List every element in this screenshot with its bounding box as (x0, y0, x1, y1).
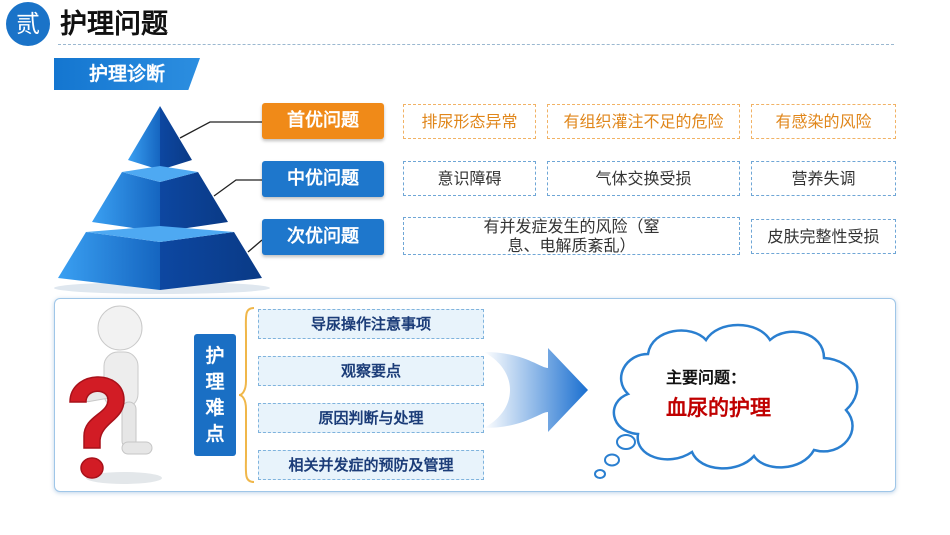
section-number-badge: 贰 (6, 2, 50, 46)
pyramid-tier-middle (92, 172, 160, 232)
difficulties-tag-char: 难 (205, 397, 225, 419)
arrow-right-icon (484, 348, 588, 432)
problem-box: 有感染的风险 (751, 104, 896, 139)
problem-box: 有并发症发生的风险（窒息、电解质紊乱） (403, 217, 740, 255)
difficulty-item: 观察要点 (258, 356, 484, 386)
main-problem-value: 血尿的护理 (666, 396, 771, 420)
priority-label-first: 首优问题 (262, 103, 384, 139)
problem-box: 排尿形态异常 (403, 104, 536, 139)
problem-box: 皮肤完整性受损 (751, 219, 896, 254)
priority-label-middle: 中优问题 (262, 161, 384, 197)
main-problem-caption: 主要问题： (666, 368, 747, 387)
problem-box: 有组织灌注不足的危险 (547, 104, 740, 139)
problem-box: 营养失调 (751, 161, 896, 196)
problem-box: 气体交换受损 (547, 161, 740, 196)
difficulty-item: 导尿操作注意事项 (258, 309, 484, 339)
difficulties-tag-char: 点 (205, 423, 225, 445)
brace-icon (238, 307, 255, 483)
thought-cloud-icon (594, 323, 859, 479)
page-title: 护理问题 (60, 9, 168, 40)
pyramid-tier-top (128, 106, 160, 170)
difficulty-item: 原因判断与处理 (258, 403, 484, 433)
problem-box: 意识障碍 (403, 161, 536, 196)
section-tag-nursing-diagnosis: 护理诊断 (54, 58, 200, 90)
difficulties-tag-char: 理 (205, 371, 225, 393)
title-divider (58, 44, 894, 45)
difficulty-item: 相关并发症的预防及管理 (258, 450, 484, 480)
difficulties-tag-char: 护 (205, 345, 225, 367)
difficulties-tag: 护 理 难 点 (194, 334, 236, 456)
thinking-figure-illustration (69, 305, 162, 484)
priority-label-low: 次优问题 (262, 219, 384, 255)
pyramid-tier-bottom (58, 232, 160, 290)
